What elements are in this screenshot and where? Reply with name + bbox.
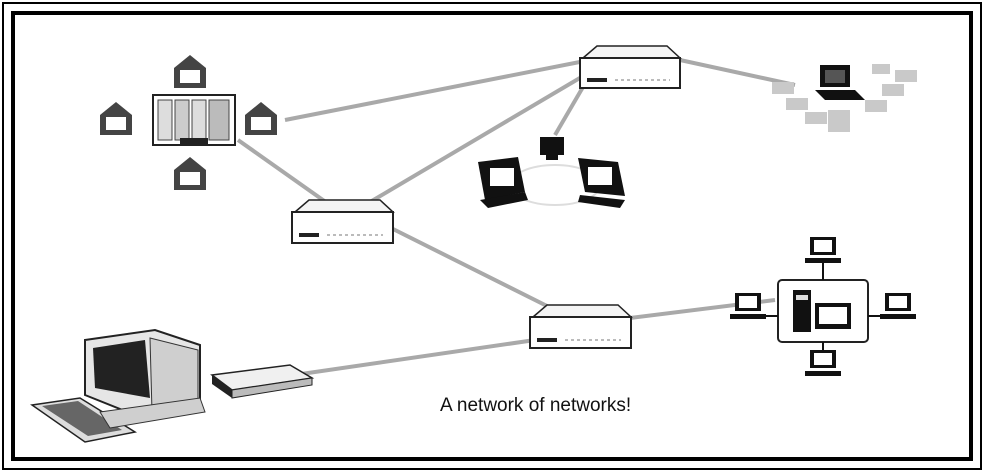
pc-icon [730,293,778,319]
desktop-computer [30,328,206,443]
terminal-icon [245,102,277,135]
link-mainframe-router-top [284,56,601,122]
pc-icon [815,303,851,329]
terminal-icon [100,102,132,135]
pc-icon [815,65,865,100]
router-icon [291,199,395,244]
pc-icon [868,293,916,319]
peripheral-icons [772,64,917,132]
server-icon [793,290,811,332]
modem-icon [210,364,315,399]
diagram-caption: A network of networks! [440,395,632,416]
keyboard-icon [30,397,138,443]
link-router-left-router-top [363,70,592,207]
link-mainframe-router-left [236,138,332,207]
link-router-bottom-modem [259,338,536,382]
mainframe-cluster [100,55,277,190]
router-icon [579,45,682,89]
workstation-icon [578,158,625,208]
mainframe-icon [152,94,236,146]
router-icon [529,304,633,349]
lan-cluster [730,237,916,376]
terminal-icon [174,157,206,190]
pc-icon [805,342,841,376]
pc-cluster [772,64,917,132]
link-router-left-router-bottom [384,223,556,312]
workstation-icon [540,137,564,160]
workstation-cluster [478,137,625,208]
terminal-icon [174,55,206,88]
pc-icon [805,237,841,280]
monitor-icon [84,328,201,417]
link-router-top-pc-cluster [679,58,796,87]
workstation-icon [478,157,528,208]
